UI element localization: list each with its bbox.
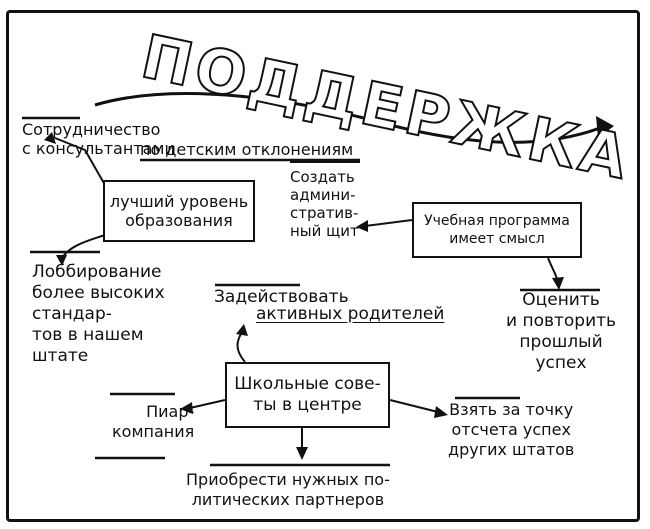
node-partners: Приобрести нужных по- литических партнер… <box>186 470 390 509</box>
councils-to-pr <box>189 399 226 409</box>
node-deviations: по детским отклонениям <box>140 140 354 159</box>
node-benchmark: Взять за точку отсчета успех других штат… <box>448 400 575 459</box>
box-best-education: лучший уровень образования <box>103 180 255 242</box>
box-curriculum-text: Учебная программа имеет смысл <box>424 213 570 247</box>
edu-to-collab <box>54 137 106 186</box>
curr-to-admin <box>364 219 413 227</box>
box-curriculum: Учебная программа имеет смысл <box>412 202 582 258</box>
councils-to-benchmark <box>389 399 439 413</box>
node-lobbying: Лоббирование более высоких стандар- тов … <box>32 262 165 366</box>
title-swoosh <box>94 92 601 144</box>
node-pr: Пиар- компания <box>112 402 195 441</box>
node-active-parents-line1: Задействовать <box>214 287 349 307</box>
page-frame <box>6 10 640 522</box>
box-councils-text: Школьные сове- ты в центре <box>234 374 381 415</box>
edu-to-lobby <box>61 234 106 259</box>
box-councils: Школьные сове- ты в центре <box>225 362 390 428</box>
node-admin-shield: Создать админи- стратив- ный щит <box>290 168 359 240</box>
node-collaboration: Сотрудничество с консультантами <box>22 120 175 158</box>
councils-to-parents <box>236 331 246 363</box>
swoosh-arrowhead <box>596 116 614 138</box>
box-best-education-text: лучший уровень образования <box>109 192 249 230</box>
node-evaluate: Оценить и повторить прошлый успех <box>506 290 617 373</box>
node-active-parents-line2: активных родителей <box>256 304 445 324</box>
